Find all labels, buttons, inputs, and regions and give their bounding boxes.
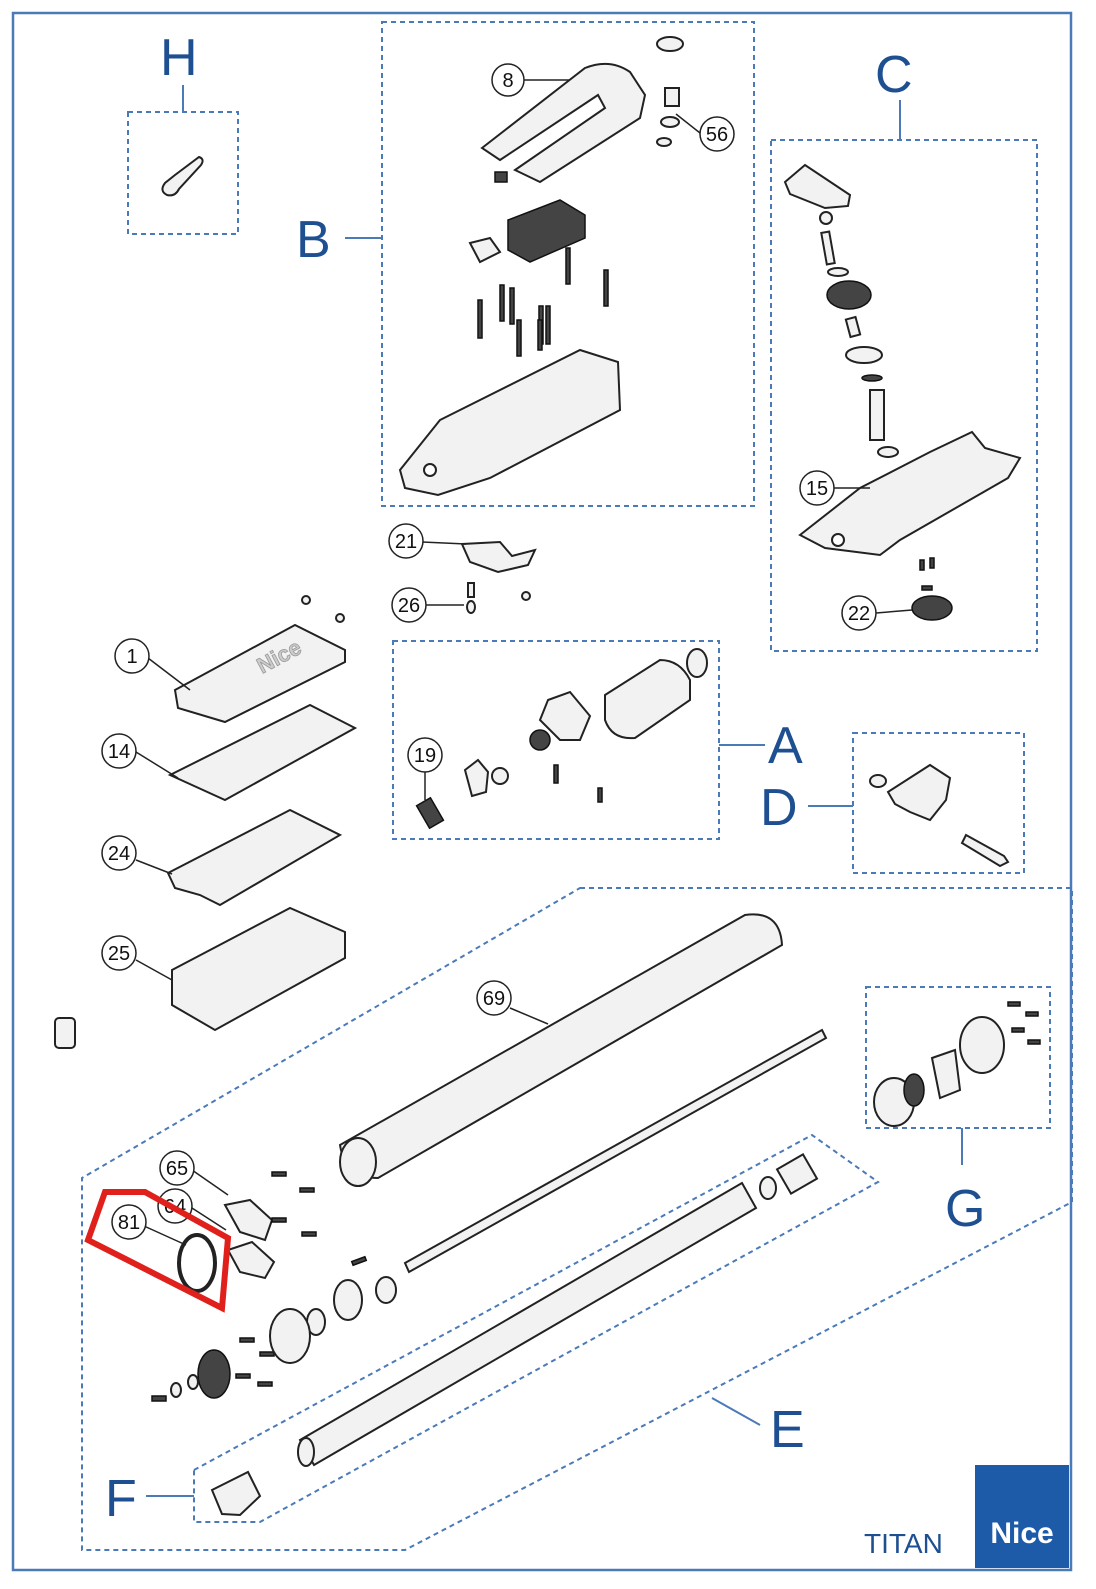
outer-frame (11, 11, 1073, 1572)
top-cover (173, 623, 346, 724)
screws-g (1007, 1001, 1041, 1045)
push-rod (298, 1181, 758, 1467)
callout-1: 1 (126, 646, 137, 668)
callout-25: 25 (108, 943, 130, 965)
rear-bracket-64 (226, 1240, 276, 1280)
group-label-d: D (760, 779, 798, 837)
group-d: D (760, 732, 1025, 874)
drive-pinion-19 (415, 796, 445, 830)
callout-22: 22 (848, 603, 870, 625)
callout-bubble-14 (101, 733, 137, 769)
rod-end-fork (210, 1470, 262, 1517)
upper-housing (398, 348, 622, 497)
callout-69: 69 (483, 988, 505, 1010)
mounting-bracket (886, 763, 952, 822)
main-tube (338, 913, 784, 1180)
callout-bubble-8 (491, 63, 525, 97)
callout-81: 81 (118, 1212, 140, 1234)
highlight-outline (84, 1189, 232, 1313)
screws-b (477, 247, 609, 357)
bearing (333, 1279, 363, 1321)
callout-26: 26 (398, 595, 420, 617)
callout-bubble-26 (391, 587, 427, 623)
lower-box-25 (171, 906, 346, 1032)
callout-bubble-21 (388, 523, 424, 559)
bracket-part (460, 540, 537, 574)
screws-e (235, 1171, 317, 1387)
group-label-h: H (160, 29, 198, 87)
brand-logo-box (975, 1465, 1069, 1568)
motor-body (604, 658, 691, 740)
callout-65: 65 (166, 1158, 188, 1180)
cable-gland (54, 1017, 76, 1049)
callout-24: 24 (108, 843, 130, 865)
cover-gasket-14 (167, 703, 358, 802)
group-label-e: E (770, 1401, 805, 1459)
group-label-c: C (875, 46, 913, 104)
drive-gear (197, 1349, 231, 1399)
callout-bubble-25 (101, 935, 137, 971)
lead-screw (403, 1028, 828, 1274)
callout-56: 56 (706, 124, 728, 146)
callout-21: 21 (395, 531, 417, 553)
callout-bubble-69 (476, 980, 512, 1016)
key-part (161, 155, 204, 197)
group-f: F (105, 1133, 880, 1528)
group-label-g: G (945, 1180, 985, 1238)
output-pinion (911, 595, 953, 621)
callout-bubble-56 (699, 116, 735, 152)
encoder-plate (463, 758, 490, 798)
callout-19: 19 (414, 745, 436, 767)
cover-gasket-24 (166, 808, 343, 907)
group-e: E 69 65 64 81 (81, 887, 1073, 1551)
callout-bubble-81 (111, 1204, 147, 1240)
bracket-21-26: 21 26 (388, 523, 537, 623)
worm-gear (826, 280, 872, 310)
callout-bubble-24 (101, 835, 137, 871)
cover-stack: Nice 1 14 24 25 (54, 595, 358, 1049)
end-cap-ring (959, 1016, 1005, 1074)
rear-bracket-65 (223, 1198, 274, 1242)
callout-15: 15 (806, 478, 828, 500)
group-g: G (865, 986, 1051, 1238)
callout-bubble-22 (841, 595, 877, 631)
terminal-block (468, 236, 502, 264)
control-module (507, 199, 586, 263)
knob-cap (656, 36, 684, 52)
motor-flange (538, 690, 592, 741)
bushing (664, 87, 680, 107)
release-handle (480, 62, 647, 184)
group-c: C 15 22 (770, 46, 1038, 652)
group-label-a: A (768, 717, 803, 775)
mounting-bolt (960, 833, 1010, 868)
bearing-sleeve (930, 1048, 962, 1100)
o-ring-81 (177, 1233, 217, 1293)
gear-housing (798, 430, 1022, 557)
callout-bubble-65 (159, 1150, 195, 1186)
group-b: B 8 56 (296, 21, 755, 507)
group-h: H (127, 29, 239, 235)
callout-14: 14 (108, 741, 130, 763)
callout-bubble-1 (114, 638, 150, 674)
group-label-b: B (296, 211, 331, 269)
callout-bubble-19 (407, 737, 443, 773)
callout-bubble-15 (799, 470, 835, 506)
brand-logo: Nice (990, 1517, 1053, 1550)
group-a: A 19 (392, 640, 803, 840)
ring-nut (269, 1308, 311, 1364)
product-name: TITAN (864, 1528, 943, 1559)
top-bracket (783, 163, 852, 210)
screws-c (919, 557, 935, 591)
group-label-f: F (105, 1470, 137, 1528)
callout-8: 8 (502, 70, 513, 92)
rod-end-nut (775, 1153, 819, 1195)
